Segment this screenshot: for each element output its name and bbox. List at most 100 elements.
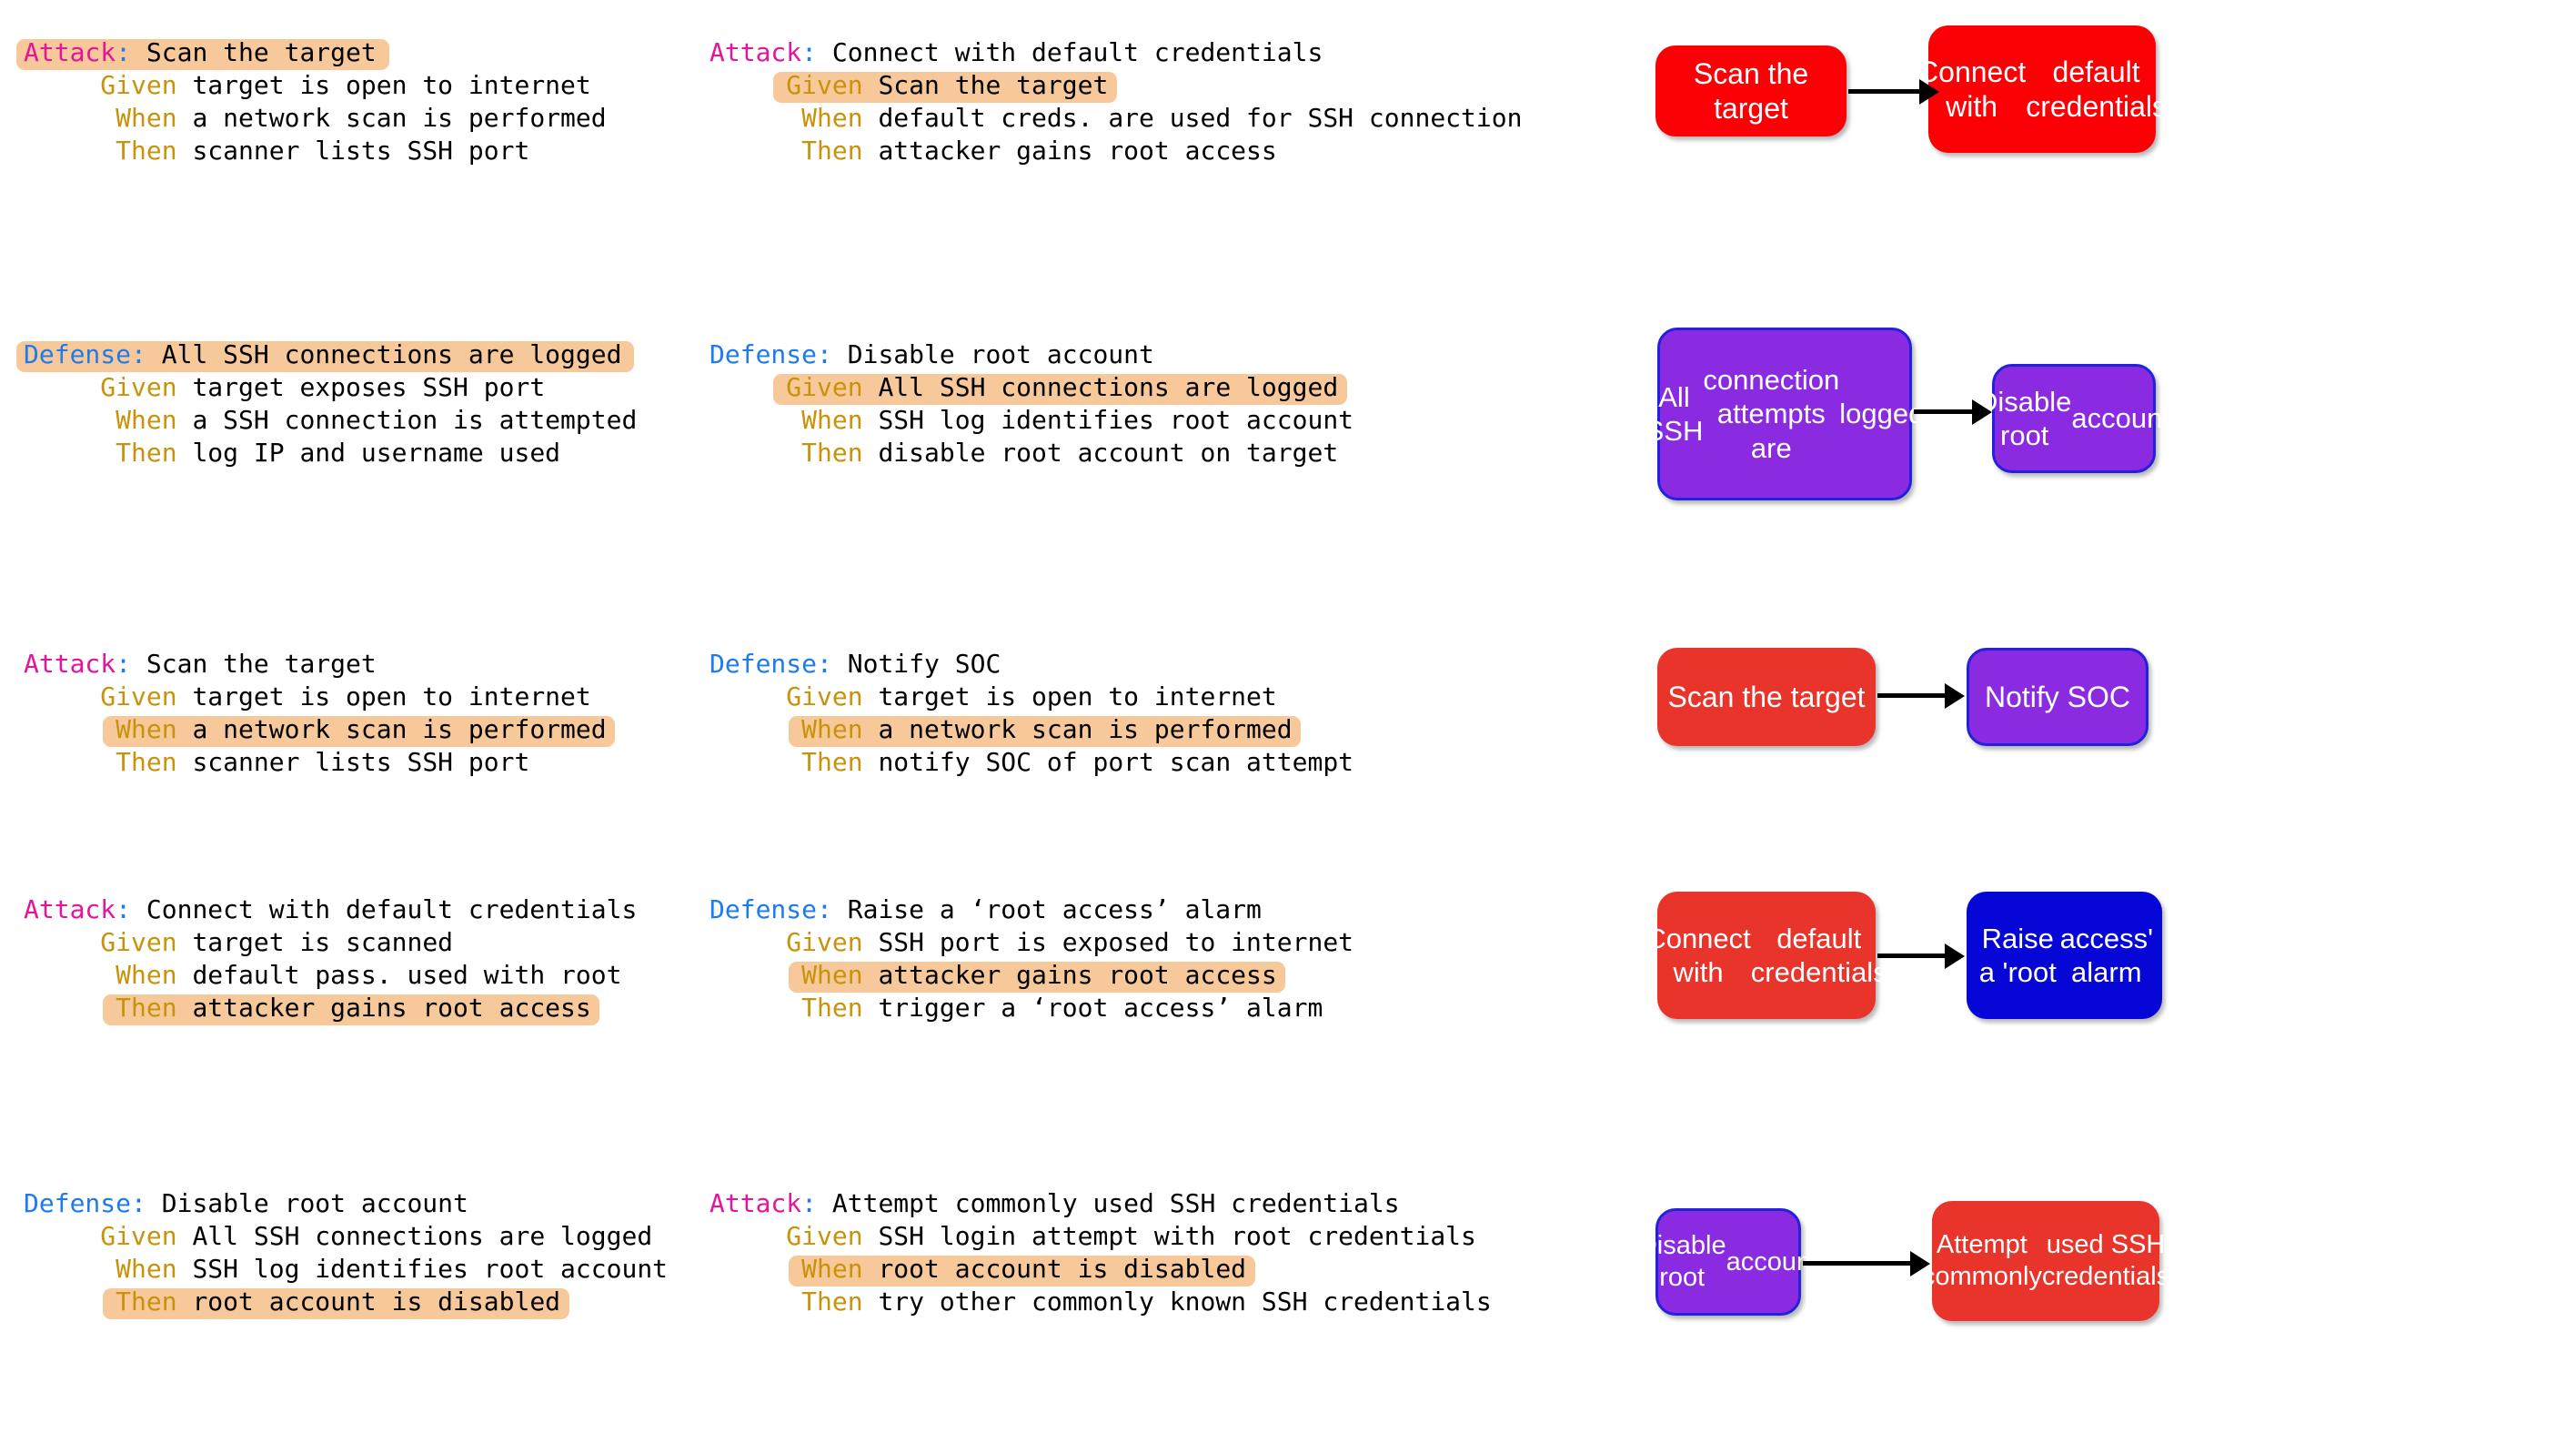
scenario-title-line: Defense: Notify SOC bbox=[709, 648, 1353, 681]
step-keyword: Then bbox=[801, 136, 863, 166]
step-keyword: When bbox=[801, 1254, 863, 1284]
scenario-title-line: Defense: All SSH connections are logged bbox=[16, 338, 637, 372]
diagram-arrow-line bbox=[1877, 693, 1945, 698]
step-indent bbox=[709, 681, 786, 711]
scenario-left: Attack: Scan the target Given target is … bbox=[16, 36, 607, 167]
step-indent bbox=[24, 993, 116, 1023]
defense-label: Defense bbox=[24, 339, 132, 369]
step-text: root account is disabled bbox=[176, 1287, 561, 1317]
step-indent bbox=[709, 927, 786, 957]
diagram-arrow-head-icon bbox=[1972, 399, 1992, 425]
scenario-right: Attack: Connect with default credentials… bbox=[709, 36, 1522, 167]
scenario-left: Defense: All SSH connections are logged … bbox=[16, 338, 638, 469]
scenario-title-line: Defense: Disable root account bbox=[24, 1187, 668, 1220]
diagram-arrow-line bbox=[1803, 1261, 1910, 1266]
scenario-title-text: Scan the target bbox=[131, 37, 377, 67]
step-highlight-band bbox=[773, 72, 1118, 103]
node-label-line: Attempt commonly bbox=[1921, 1230, 2042, 1291]
step-indent bbox=[24, 405, 116, 435]
group-3-scenarios: Attack: Scan the target Given target is … bbox=[0, 648, 1637, 802]
step-text: a SSH connection is attempted bbox=[176, 405, 638, 435]
gherkin-step-line: Given target is open to internet bbox=[709, 681, 1353, 713]
step-keyword: Then bbox=[116, 1287, 177, 1317]
step-text: attacker gains root access bbox=[176, 993, 591, 1023]
step-indent bbox=[24, 747, 116, 777]
step-keyword: Given bbox=[100, 681, 177, 711]
step-indent bbox=[24, 681, 100, 711]
step-keyword: When bbox=[116, 960, 177, 990]
gherkin-step-line: Given target is scanned bbox=[24, 926, 637, 959]
step-text: target is scanned bbox=[176, 927, 454, 957]
gherkin-step-line: When a network scan is performed bbox=[709, 713, 1353, 747]
node-label-line: account bbox=[2071, 402, 2170, 435]
scenario-title-line: Attack: Scan the target bbox=[16, 36, 607, 70]
step-text: target is open to internet bbox=[862, 681, 1277, 711]
diagram-node-source[interactable]: Scan the target bbox=[1657, 648, 1876, 746]
step-text: scanner lists SSH port bbox=[176, 136, 530, 166]
label-colon: : bbox=[116, 649, 132, 679]
gherkin-step-line: Then scanner lists SSH port bbox=[24, 746, 607, 779]
step-indent bbox=[709, 136, 801, 166]
defense-label: Defense bbox=[709, 649, 818, 679]
step-indent bbox=[24, 438, 116, 468]
step-highlight-band bbox=[789, 1256, 1255, 1287]
scenario-left: Defense: Disable root account Given All … bbox=[24, 1187, 669, 1319]
gherkin-step-line: When SSH log identifies root account bbox=[709, 404, 1353, 437]
node-label-line: Connect with bbox=[1645, 922, 1751, 988]
step-indent bbox=[24, 1287, 116, 1317]
node-label-line: used SSH credentials bbox=[2041, 1230, 2170, 1291]
diagram-node-source[interactable]: Scan the target bbox=[1655, 45, 1846, 136]
diagram-node-target[interactable]: Notify SOC bbox=[1967, 648, 2148, 746]
label-colon: : bbox=[116, 37, 132, 67]
step-text: SSH log identifies root account bbox=[176, 1254, 669, 1284]
step-keyword: When bbox=[116, 103, 177, 133]
step-indent bbox=[709, 372, 786, 402]
gherkin-step-line: When a network scan is performed bbox=[24, 713, 616, 747]
group-2-scenarios: Defense: All SSH connections are logged … bbox=[0, 338, 1637, 493]
scenario-title-line: Attack: Scan the target bbox=[24, 648, 607, 681]
node-label-line: Disable root bbox=[1977, 385, 2072, 451]
scenario-title-text: Disable root account bbox=[146, 1188, 468, 1218]
gherkin-step-line: Given target is open to internet bbox=[24, 69, 607, 102]
step-keyword: Then bbox=[116, 993, 177, 1023]
step-indent bbox=[709, 960, 801, 990]
label-colon: : bbox=[817, 339, 832, 369]
step-highlight-band bbox=[16, 39, 389, 70]
scenario-title-text: Scan the target bbox=[131, 649, 377, 679]
gherkin-step-line: Then scanner lists SSH port bbox=[24, 135, 607, 167]
step-text: default creds. are used for SSH connecti… bbox=[862, 103, 1523, 133]
step-keyword: Then bbox=[801, 993, 863, 1023]
step-indent bbox=[709, 405, 801, 435]
scenario-right: Defense: Notify SOC Given target is open… bbox=[709, 648, 1353, 779]
node-label-line: Notify SOC bbox=[1984, 680, 2131, 713]
step-indent bbox=[24, 927, 100, 957]
step-keyword: Then bbox=[801, 747, 863, 777]
step-indent bbox=[24, 372, 100, 402]
step-highlight-band bbox=[773, 374, 1347, 405]
label-colon: : bbox=[131, 1188, 146, 1218]
node-label-line: connection attempts are bbox=[1703, 364, 1840, 464]
step-text: All SSH connections are logged bbox=[176, 1221, 653, 1251]
step-highlight-band bbox=[789, 716, 1302, 747]
step-text: attacker gains root access bbox=[862, 960, 1277, 990]
step-indent bbox=[24, 1221, 100, 1251]
step-keyword: Given bbox=[786, 372, 863, 402]
step-highlight-band bbox=[103, 1288, 569, 1319]
step-keyword: Given bbox=[786, 927, 863, 957]
gherkin-step-line: Then attacker gains root access bbox=[24, 992, 637, 1025]
group-4-scenarios: Attack: Connect with default credentials… bbox=[0, 893, 1637, 1048]
attack-label: Attack bbox=[24, 37, 116, 67]
step-highlight-band bbox=[789, 962, 1286, 993]
step-indent bbox=[709, 714, 801, 744]
step-indent bbox=[709, 1221, 786, 1251]
